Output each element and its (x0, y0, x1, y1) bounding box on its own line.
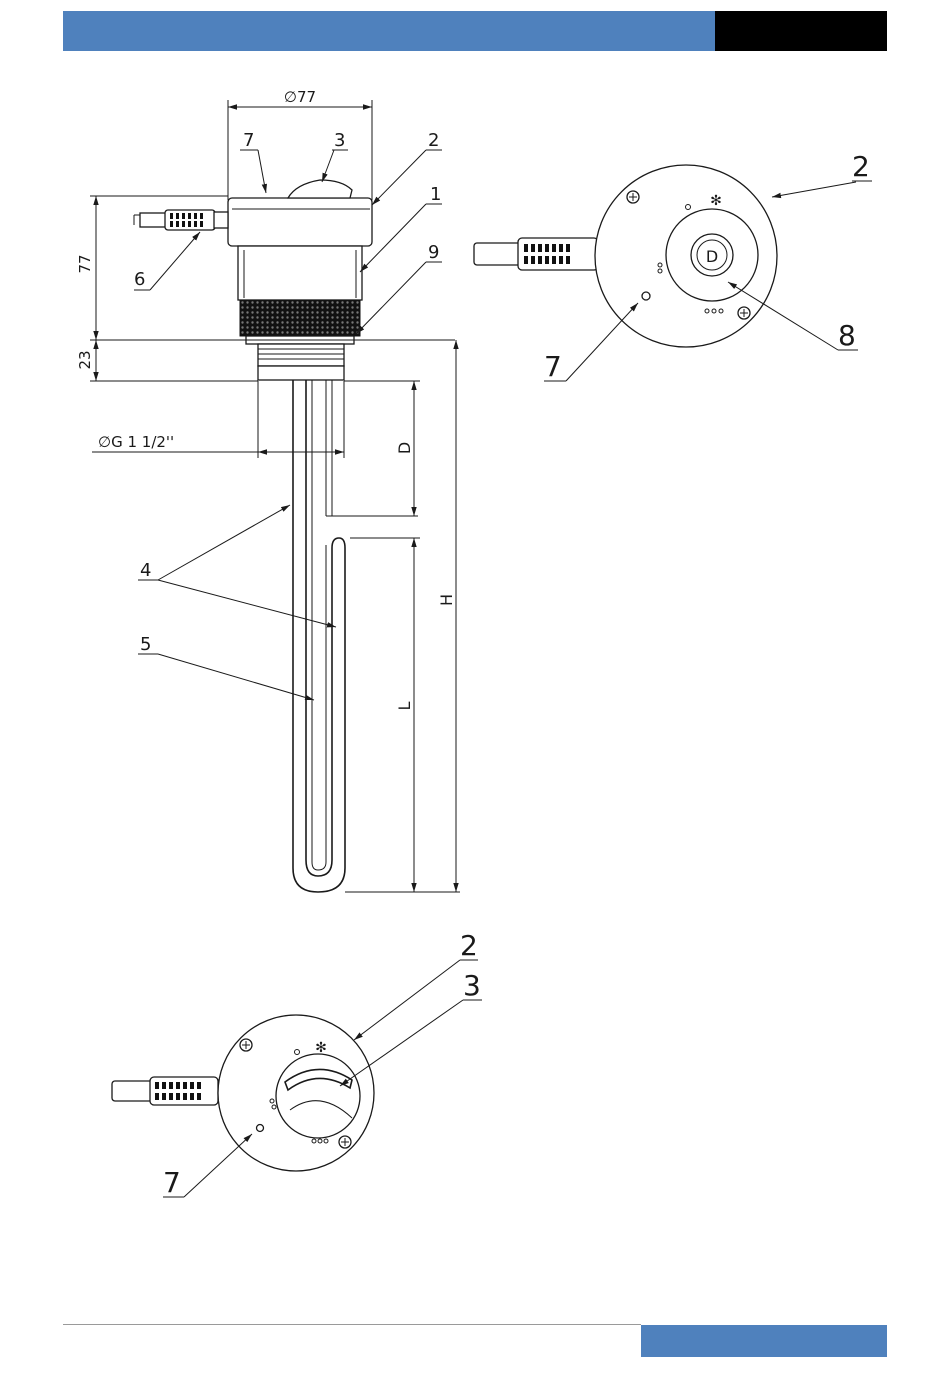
callout-2: 2 (428, 130, 439, 151)
svg-text:✻: ✻ (315, 1040, 327, 1056)
dim-height-thread: 23 (76, 350, 94, 369)
callout-9: 9 (428, 242, 439, 263)
thread (258, 344, 344, 366)
bottom-callout-7: 7 (544, 350, 562, 383)
callout-1: 1 (430, 184, 441, 205)
knob (288, 180, 352, 198)
top-view: ✻ 2 3 7 (112, 929, 482, 1199)
dim-thread: ∅G 1 1/2'' (98, 433, 174, 451)
cable-gland-bottom (518, 238, 598, 270)
callout-7: 7 (243, 130, 254, 151)
callout-4: 4 (140, 560, 151, 581)
top-callout-2: 2 (460, 929, 478, 962)
cable-gland-top (150, 1077, 218, 1105)
bottom-callout-2: 2 (852, 150, 870, 183)
callout-5: 5 (140, 634, 151, 655)
bottom-callout-8: 8 (838, 319, 856, 352)
knurled-nut (240, 300, 360, 336)
body (238, 246, 362, 300)
dim-H: H (437, 594, 456, 606)
side-view: ∅77 (76, 88, 460, 892)
top-callout-3: 3 (463, 969, 481, 1002)
dim-height-head: 77 (76, 254, 94, 273)
svg-text:D: D (706, 247, 718, 266)
callout-6: 6 (134, 269, 145, 290)
callout-3: 3 (334, 130, 345, 151)
heating-element (293, 380, 345, 892)
dim-diameter-top: ∅77 (284, 88, 316, 106)
dim-D: D (395, 442, 414, 454)
top-callout-7: 7 (163, 1166, 181, 1199)
dim-L: L (395, 701, 414, 710)
svg-text:✻: ✻ (710, 193, 722, 209)
bottom-view: D ✻ 2 8 7 (474, 150, 872, 383)
cover (228, 198, 372, 246)
